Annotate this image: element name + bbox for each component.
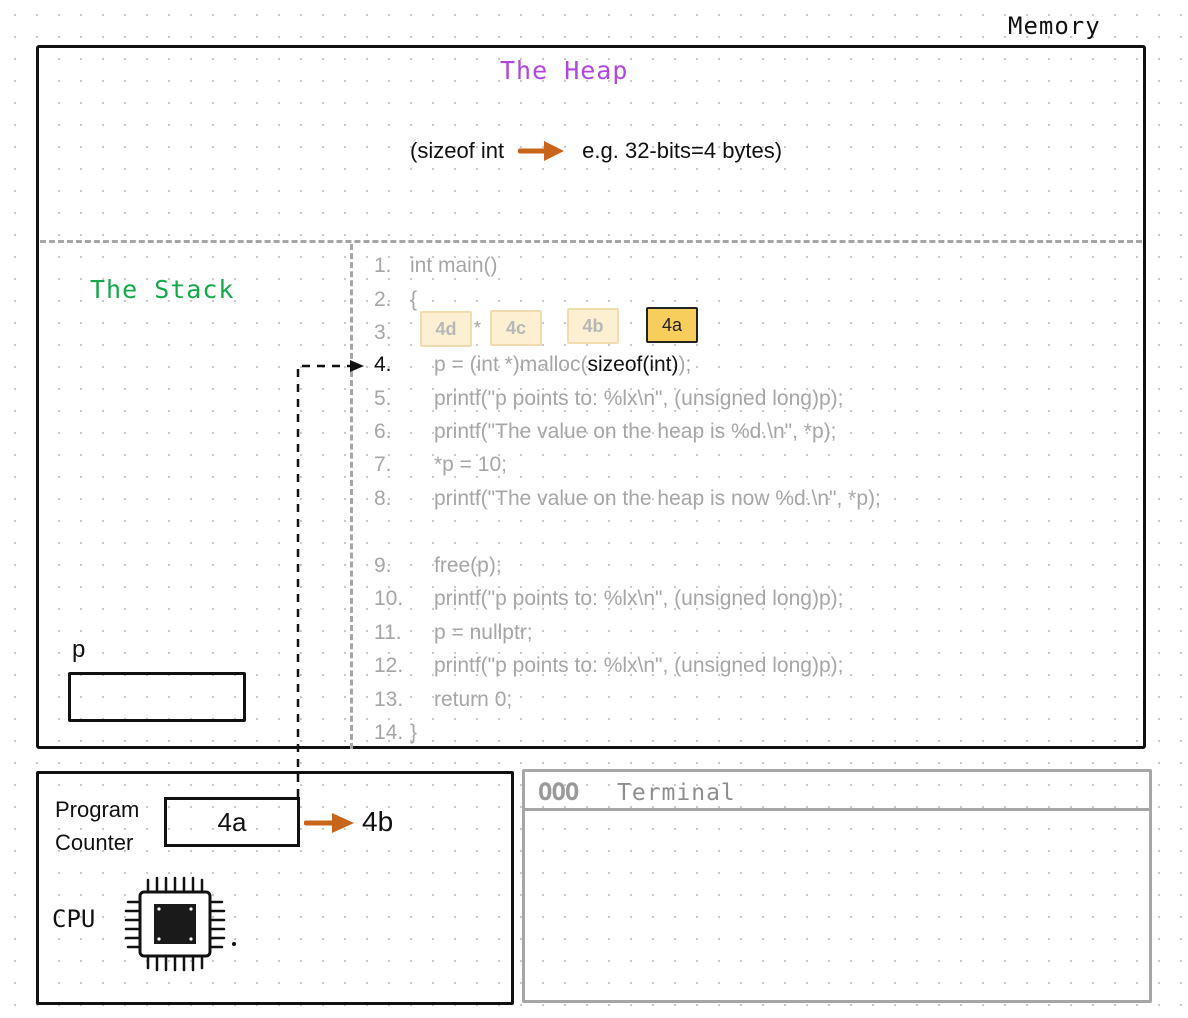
memory-label: Memory bbox=[1008, 12, 1101, 40]
code-line-text: } bbox=[410, 721, 418, 744]
stack-title: The Stack bbox=[90, 275, 235, 304]
cpu-region bbox=[36, 771, 514, 1005]
cpu-chip-icon bbox=[124, 876, 236, 972]
memory-cell-4a: 4a bbox=[646, 307, 698, 343]
stack-variable-p-label: p bbox=[72, 636, 86, 663]
heap-sizeof-note: (sizeof int e.g. 32-bits=4 bytes) bbox=[410, 138, 782, 164]
terminal-title-bar-divider bbox=[525, 808, 1149, 811]
code-line-number: 3. bbox=[374, 321, 392, 344]
code-line-text: return 0; bbox=[434, 688, 513, 711]
code-line-number: 7. bbox=[374, 453, 392, 476]
program-counter-label-line1: Program bbox=[55, 797, 140, 822]
code-line-text: { bbox=[410, 288, 418, 311]
code-line-text: *p = 10; bbox=[434, 453, 507, 476]
terminal-window bbox=[522, 769, 1152, 1003]
code-segment: ); bbox=[678, 353, 692, 376]
code-divider bbox=[350, 244, 353, 749]
code-line-text: printf("p points to: %lx\n", (unsigned l… bbox=[434, 654, 844, 677]
code-segment: p = (int *)malloc( bbox=[434, 353, 588, 376]
heap-stack-divider bbox=[40, 240, 1142, 243]
heap-note-left: (sizeof int bbox=[410, 138, 505, 163]
program-counter-label-line2: Counter bbox=[55, 830, 134, 855]
terminal-window-controls-icon: OOO bbox=[538, 778, 579, 806]
code-line-number: 11. bbox=[374, 621, 402, 644]
memory-cell-4c: 4c bbox=[490, 310, 542, 346]
code-line-text: p = nullptr; bbox=[434, 621, 533, 644]
stack-variable-p-box bbox=[68, 672, 246, 722]
code-line-number: 14. bbox=[374, 721, 404, 744]
code-line-number: 2. bbox=[374, 288, 392, 311]
code-line-text: free(p); bbox=[434, 554, 502, 577]
arrow-right-icon bbox=[304, 813, 354, 833]
code-line-number: 1. bbox=[374, 254, 392, 277]
code-line-number: 13. bbox=[374, 688, 404, 711]
code-segment-highlight: sizeof(int) bbox=[587, 353, 679, 376]
memory-cell-4b: 4b bbox=[567, 308, 619, 344]
code-line-number: 8. bbox=[374, 487, 392, 510]
code-line-text: printf("p points to: %lx\n", (unsigned l… bbox=[434, 587, 844, 610]
program-counter-next: 4b bbox=[362, 806, 394, 837]
code-line-text: printf("The value on the heap is now %d.… bbox=[434, 487, 881, 510]
code-line-number: 5. bbox=[374, 387, 392, 410]
code-line-number: 12. bbox=[374, 654, 404, 677]
code-line-text: p = (int *)malloc(sizeof(int)); bbox=[434, 353, 691, 377]
heap-title: The Heap bbox=[500, 56, 629, 85]
code-line-number: 10. bbox=[374, 587, 404, 610]
arrow-right-icon bbox=[518, 141, 565, 161]
program-counter-label: Program Counter bbox=[55, 793, 139, 859]
memory-region bbox=[36, 45, 1146, 749]
memory-cell-4d: 4d bbox=[420, 311, 472, 347]
code-line-text: printf("p points to: %lx\n", (unsigned l… bbox=[434, 387, 844, 410]
cpu-label: CPU bbox=[52, 905, 96, 933]
code-line-text: int main() bbox=[410, 254, 498, 277]
code-line-number: 4. bbox=[374, 353, 392, 376]
heap-note-right: e.g. 32-bits=4 bytes) bbox=[582, 138, 783, 163]
terminal-title: Terminal bbox=[617, 780, 736, 806]
code-line-number: 9. bbox=[374, 554, 392, 577]
code-line-number: 6. bbox=[374, 420, 392, 443]
program-counter-value: 4a bbox=[164, 797, 300, 847]
pointer-star: * bbox=[474, 318, 482, 338]
code-line-text: printf("The value on the heap is %d.\n",… bbox=[434, 420, 837, 443]
